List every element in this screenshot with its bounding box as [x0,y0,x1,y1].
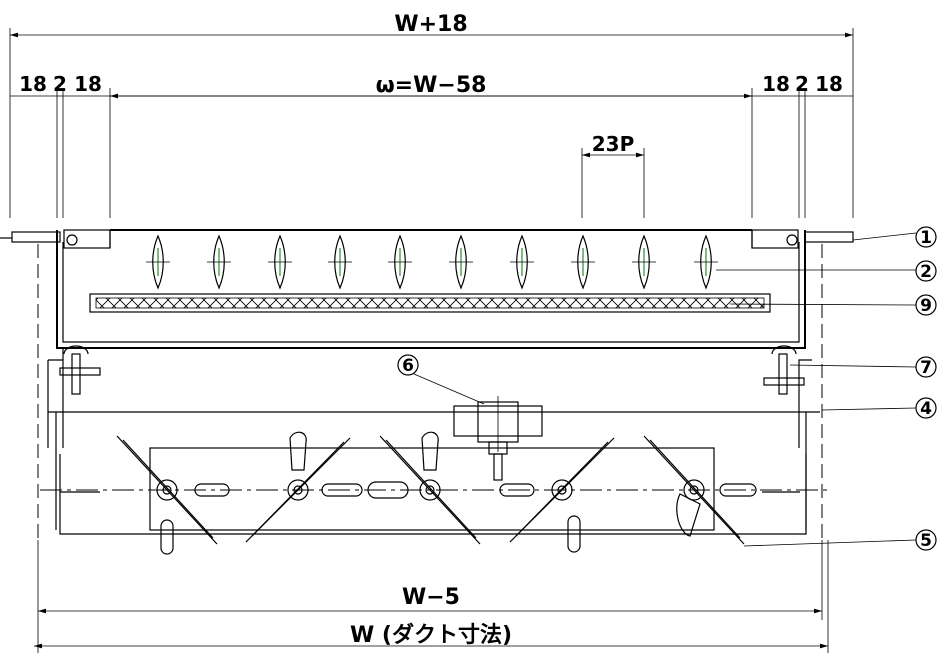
grille-blades [146,234,718,290]
left-flange [0,229,111,249]
left-bracket [48,345,101,448]
pitch-label: 23P [592,132,635,156]
callout-2: 2 [920,262,932,282]
grille-frame [56,229,806,349]
overall-width-dimension: W+18 [9,12,854,218]
callout-5: 5 [920,531,932,551]
right-flange-label: 18 [815,72,843,96]
right-inner-label: 18 [762,72,790,96]
pitch-dimension: 23P [581,132,645,218]
callout-4: 4 [920,399,932,419]
duct-walls [37,244,823,540]
damper-body [40,447,830,535]
callouts: 1 2 9 7 4 5 6 [397,226,937,551]
right-gap-label: 2 [795,72,809,96]
callout-1: 1 [920,228,932,248]
callout-7: 7 [920,358,932,378]
lower-width-label: W−5 [402,585,460,610]
left-gap-label: 2 [53,72,67,96]
left-inner-label: 18 [74,72,102,96]
right-flange [751,229,854,249]
callout-9: 9 [920,296,932,316]
left-flange-label: 18 [19,72,47,96]
overall-width-label: W+18 [394,12,467,37]
duct-width-label: W (ダクト寸法) [350,622,512,648]
inner-width-label: ω=W−58 [376,73,487,98]
filter [89,293,771,313]
duct-width-dimension: W (ダクト寸法) [34,622,828,649]
damper-blades [116,431,757,555]
callout-6: 6 [402,356,414,376]
second-row-dimensions: 18 2 18 ω=W−58 18 2 18 [10,72,853,218]
right-bracket [763,345,812,448]
lower-width-dimension: W−5 [37,540,829,653]
damper-shaft-assembly [453,396,543,481]
